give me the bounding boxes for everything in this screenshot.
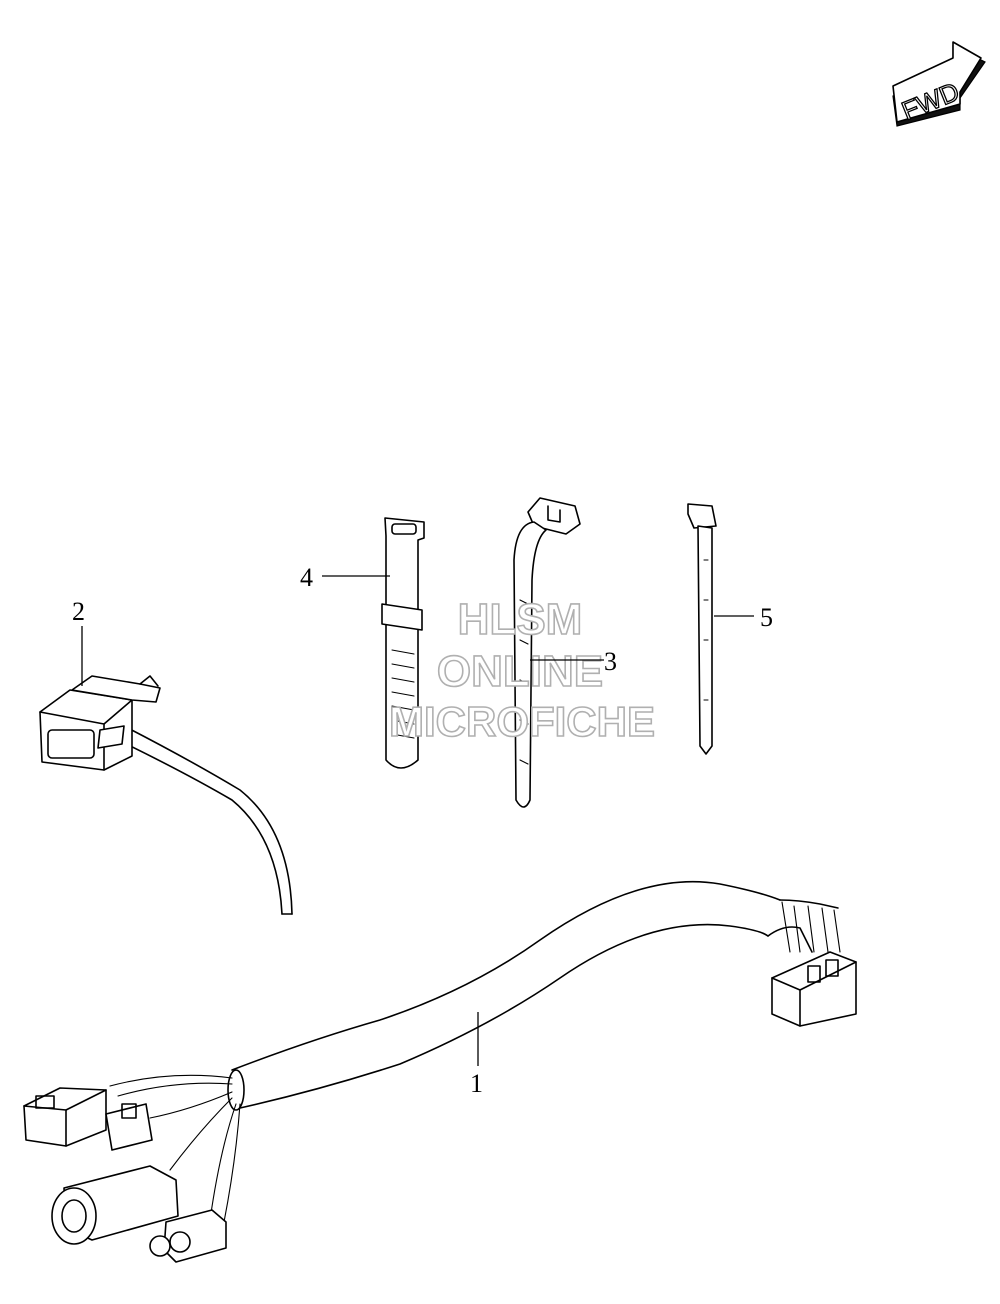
part-1-wiring-harness bbox=[23, 880, 857, 1263]
part-4-strap-tie bbox=[381, 517, 425, 769]
part-5-cable-tie bbox=[687, 503, 717, 755]
leader-lines bbox=[81, 575, 754, 1066]
callout-4: 4 bbox=[300, 563, 313, 592]
part-3-clamp-tie bbox=[513, 497, 581, 808]
watermark: HLSM ONLINE MICROFICHE bbox=[388, 594, 656, 746]
watermark-line-3: MICROFICHE bbox=[389, 698, 655, 745]
callout-2: 2 bbox=[72, 597, 85, 626]
callout-3: 3 bbox=[604, 647, 617, 676]
watermark-line-1: HLSM bbox=[458, 595, 583, 644]
callout-1: 1 bbox=[470, 1069, 483, 1098]
watermark-line-2: ONLINE bbox=[437, 647, 603, 696]
fwd-arrow-icon: FWD bbox=[892, 41, 986, 127]
part-2-connector bbox=[39, 675, 293, 915]
callout-5: 5 bbox=[760, 603, 773, 632]
